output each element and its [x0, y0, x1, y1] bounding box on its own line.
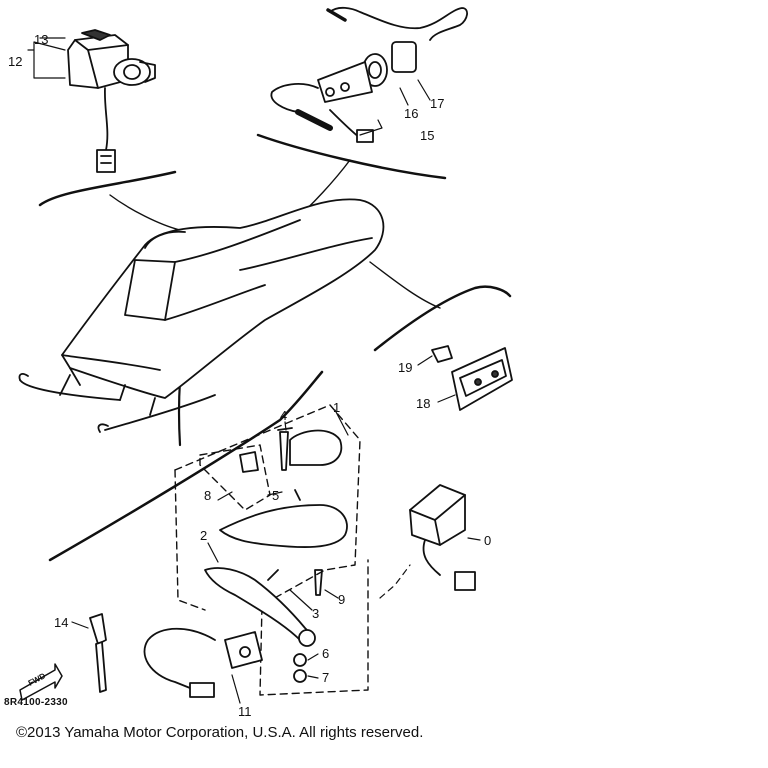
callout-16: 16	[404, 106, 418, 121]
part-reference-number: 8R4100-2330	[4, 697, 68, 708]
callout-11: 11	[238, 704, 252, 719]
part-key	[89, 613, 107, 693]
divider-top-right	[256, 133, 447, 180]
divider-bottom	[48, 370, 324, 562]
part-relay	[67, 29, 156, 173]
divider-top-left	[38, 170, 177, 207]
callout-13: 13	[34, 32, 48, 47]
callout-1: 1	[333, 400, 340, 415]
callout-8: 8	[204, 488, 211, 503]
callout-18: 18	[416, 396, 430, 411]
part-taillight	[431, 345, 513, 411]
callout-6: 6	[322, 646, 329, 661]
snowmobile-body	[18, 198, 385, 433]
fwd-arrow-icon	[19, 663, 63, 701]
throttle-dashed-box	[174, 404, 369, 696]
callout-17: 17	[430, 96, 444, 111]
callout-7: 7	[322, 670, 329, 685]
callout-5: 5	[272, 488, 279, 503]
callout-12: 12	[8, 54, 22, 69]
callout-10: 0	[484, 533, 491, 548]
part-connector	[409, 484, 476, 591]
callout-19: 19	[398, 360, 412, 375]
part-switch-cable	[143, 627, 263, 698]
part-key-switch	[270, 6, 468, 143]
callout-14: 14	[54, 615, 68, 630]
callout-3: 3	[312, 606, 319, 621]
callout-9: 9	[338, 592, 345, 607]
callout-2: 2	[200, 528, 207, 543]
divider-right	[373, 285, 512, 352]
callout-15: 15	[420, 128, 434, 143]
copyright-notice: ©2013 Yamaha Motor Corporation, U.S.A. A…	[16, 724, 424, 741]
part-throttle-lever	[204, 427, 348, 647]
callout-4: 4	[280, 408, 287, 423]
